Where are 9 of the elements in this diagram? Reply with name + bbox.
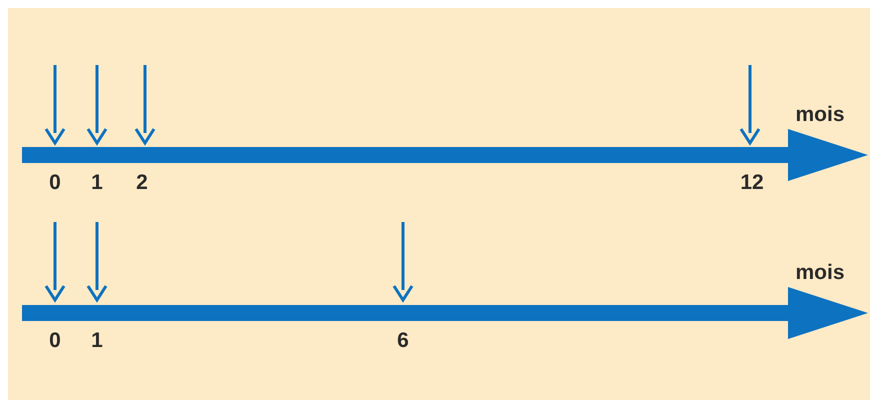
- month-number: 6: [397, 330, 409, 351]
- month-number: 1: [91, 172, 103, 193]
- month-number: 0: [49, 330, 61, 351]
- month-number: 2: [136, 172, 148, 193]
- axis-unit-label: mois: [796, 262, 844, 283]
- month-number: 12: [740, 172, 764, 193]
- axis-unit-label: mois: [796, 104, 844, 125]
- month-number: 1: [91, 330, 103, 351]
- month-number: 0: [49, 172, 61, 193]
